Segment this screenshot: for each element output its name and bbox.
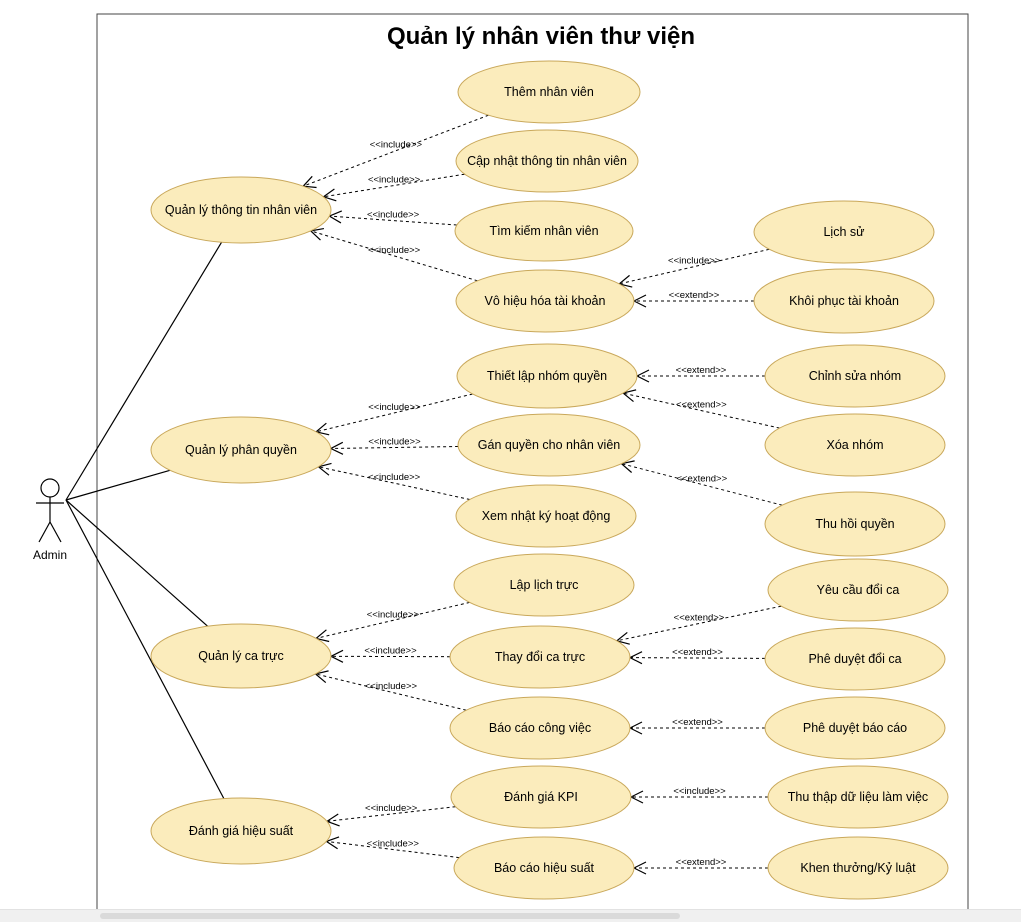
usecase-label: Cập nhật thông tin nhân viên (467, 154, 627, 168)
relation-label: <<extend>> (676, 400, 727, 411)
relation-label: <<extend>> (676, 857, 727, 868)
scrollbar-thumb[interactable] (100, 913, 680, 919)
usecase-label: Lịch sử (823, 225, 864, 239)
usecase-label: Quản lý ca trực (198, 649, 283, 663)
usecase-schedule[interactable]: Lập lịch trực (454, 554, 634, 616)
actor-right-leg (50, 522, 61, 542)
actor-admin[interactable]: Admin (33, 479, 67, 562)
usecase-appswap[interactable]: Phê duyệt đổi ca (765, 628, 945, 690)
relation-label: <<include>> (364, 646, 417, 657)
relation-label: <<include>> (368, 402, 421, 413)
horizontal-scrollbar[interactable] (0, 909, 1021, 922)
actor-label: Admin (33, 548, 67, 562)
usecase-label: Báo cáo công việc (489, 721, 591, 735)
usecase-log[interactable]: Xem nhật ký hoạt động (456, 485, 636, 547)
usecase-label: Thu thập dữ liệu làm việc (788, 790, 928, 804)
usecase-label: Xem nhật ký hoạt động (482, 509, 611, 523)
usecase-label: Đánh giá KPI (504, 790, 578, 804)
usecase-perf[interactable]: Đánh giá hiệu suất (151, 798, 331, 864)
usecase-label: Vô hiệu hóa tài khoản (485, 294, 606, 308)
relation-label: <<extend>> (672, 717, 723, 728)
usecase-info[interactable]: Quản lý thông tin nhân viên (151, 177, 331, 243)
usecase-label: Xóa nhóm (827, 438, 884, 452)
usecase-setgroup[interactable]: Thiết lập nhóm quyền (457, 344, 637, 408)
usecase-label: Tìm kiếm nhân viên (489, 224, 598, 238)
usecase-label: Thu hồi quyền (815, 517, 894, 531)
relation-label: <<include>> (367, 609, 420, 620)
relation-label: <<extend>> (669, 290, 720, 301)
usecase-editgroup[interactable]: Chỉnh sửa nhóm (765, 345, 945, 407)
usecase-appreport[interactable]: Phê duyệt báo cáo (765, 697, 945, 759)
relation-label: <<extend>> (676, 474, 727, 485)
usecase-change[interactable]: Thay đổi ca trực (450, 626, 630, 688)
relation-label: <<include>> (668, 256, 721, 267)
usecase-label: Quản lý thông tin nhân viên (165, 203, 317, 217)
usecase-report[interactable]: Báo cáo công việc (450, 697, 630, 759)
relation-label: <<include>> (368, 245, 421, 256)
usecase-label: Quản lý phân quyền (185, 443, 297, 457)
actor-head (41, 479, 59, 497)
usecase-label: Phê duyệt đổi ca (808, 652, 901, 666)
usecase-disable[interactable]: Vô hiệu hóa tài khoản (456, 270, 634, 332)
usecase-label: Gán quyền cho nhân viên (478, 438, 621, 452)
relation-label: <<include>> (673, 786, 726, 797)
relation-label: <<extend>> (674, 613, 725, 624)
usecase-label: Thêm nhân viên (504, 85, 594, 99)
relation-label: <<include>> (367, 839, 420, 850)
usecase-label: Chỉnh sửa nhóm (809, 369, 901, 383)
usecase-collect[interactable]: Thu thập dữ liệu làm việc (768, 766, 948, 828)
usecase-label: Lập lịch trực (510, 578, 579, 592)
usecase-label: Đánh giá hiệu suất (189, 824, 294, 838)
usecase-reward[interactable]: Khen thưởng/Kỷ luật (768, 837, 948, 899)
diagram-title: Quản lý nhân viên thư viện (387, 23, 695, 50)
usecase-label: Khôi phục tài khoản (789, 294, 899, 308)
relation-label: <<include>> (370, 140, 423, 151)
usecase-revoke[interactable]: Thu hồi quyền (765, 492, 945, 556)
usecase-assign[interactable]: Gán quyền cho nhân viên (458, 414, 640, 476)
usecase-label: Báo cáo hiệu suất (494, 861, 595, 875)
usecase-perm[interactable]: Quản lý phân quyền (151, 417, 331, 483)
usecase-perfreport[interactable]: Báo cáo hiệu suất (454, 837, 634, 899)
usecase-shift[interactable]: Quản lý ca trực (151, 624, 331, 688)
usecase-label: Thay đổi ca trực (495, 650, 585, 664)
usecase-add[interactable]: Thêm nhân viên (458, 61, 640, 123)
usecase-label: Phê duyệt báo cáo (803, 721, 907, 735)
actor-left-leg (39, 522, 50, 542)
usecase-history[interactable]: Lịch sử (754, 201, 934, 263)
usecase-label: Thiết lập nhóm quyền (487, 369, 607, 383)
relation-label: <<include>> (367, 210, 420, 221)
relation-label: <<extend>> (676, 365, 727, 376)
usecase-delgroup[interactable]: Xóa nhóm (765, 414, 945, 476)
usecase-search[interactable]: Tìm kiếm nhân viên (455, 201, 633, 261)
usecase-kpi[interactable]: Đánh giá KPI (451, 766, 631, 828)
usecase-label: Khen thưởng/Kỷ luật (800, 861, 916, 875)
usecase-restore[interactable]: Khôi phục tài khoản (754, 269, 934, 333)
usecase-reqswap[interactable]: Yêu cầu đổi ca (768, 559, 948, 621)
relation-label: <<include>> (365, 803, 418, 814)
relation-label: <<extend>> (672, 647, 723, 658)
relation-label: <<include>> (368, 472, 421, 483)
usecase-update[interactable]: Cập nhật thông tin nhân viên (456, 130, 638, 192)
relation-label: <<include>> (368, 175, 421, 186)
usecase-label: Yêu cầu đổi ca (817, 583, 900, 597)
relation-label: <<include>> (368, 437, 421, 448)
relation-label: <<include>> (365, 681, 418, 692)
